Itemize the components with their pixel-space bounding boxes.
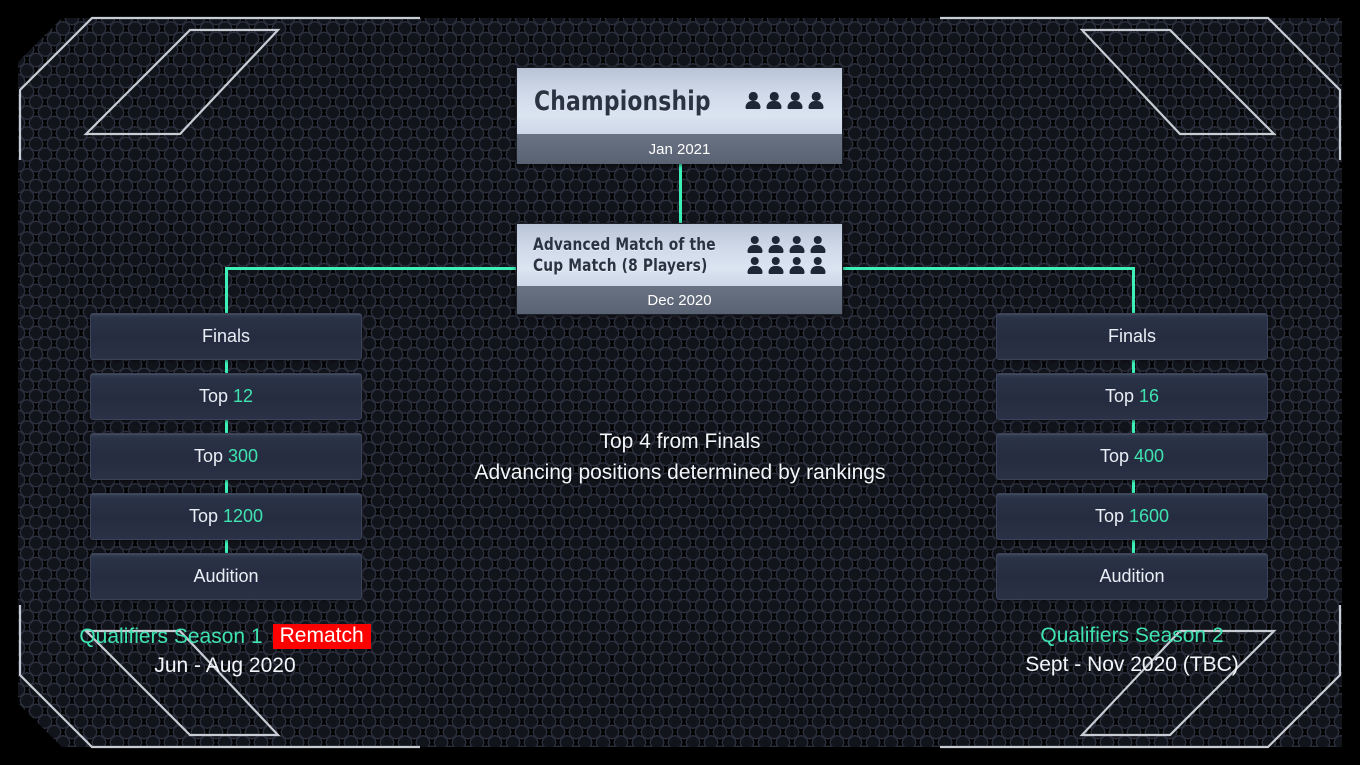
stage-number: 400 — [1134, 446, 1165, 466]
person-icon — [746, 256, 763, 275]
stage-label: Top — [1094, 506, 1124, 526]
connector-championship-to-advanced — [679, 163, 682, 223]
center-note: Top 4 from Finals Advancing positions de… — [0, 426, 1360, 488]
caption-season-1-line-1: Qualifiers Season 1 Rematch — [15, 624, 435, 649]
championship-title: Championship — [534, 85, 712, 117]
advanced-match-player-icons — [746, 235, 826, 275]
stage-box-right-finals[interactable]: Finals — [996, 313, 1268, 360]
advanced-match-header: Advanced Match of the Cup Match (8 Playe… — [517, 224, 842, 286]
stage-label: Finals — [201, 326, 250, 346]
stage-box-right-top16[interactable]: Top 16 — [996, 373, 1268, 420]
connector-bus-left — [225, 267, 517, 270]
node-championship[interactable]: Championship Jan 2021 — [516, 67, 843, 164]
stage-label: Finals — [1107, 326, 1156, 346]
stage-box-left-top12[interactable]: Top 12 — [90, 373, 362, 420]
stage-box-right-audition[interactable]: Audition — [996, 553, 1268, 600]
stage-box-right-top1600[interactable]: Top 1600 — [996, 493, 1268, 540]
stage-box-left-top1200[interactable]: Top 1200 — [90, 493, 362, 540]
person-icon — [787, 92, 804, 110]
stage-number: 16 — [1139, 386, 1160, 406]
node-advanced-match[interactable]: Advanced Match of the Cup Match (8 Playe… — [516, 223, 843, 315]
stage-box-left-top300[interactable]: Top 300 — [90, 433, 362, 480]
person-icon — [788, 235, 805, 254]
advanced-match-date: Dec 2020 — [517, 286, 842, 314]
stage-label: Top — [1099, 446, 1129, 466]
center-note-line-1: Top 4 from Finals — [599, 430, 761, 453]
connector-bus-right — [843, 267, 1135, 270]
connector-left-3 — [225, 480, 228, 493]
stage-number: 300 — [228, 446, 259, 466]
connector-right-4 — [1132, 540, 1135, 553]
connector-left-2 — [225, 420, 228, 433]
championship-player-icons — [745, 92, 825, 110]
stage-box-left-audition[interactable]: Audition — [90, 553, 362, 600]
stage-label: Top — [1104, 386, 1134, 406]
stage-label: Top — [198, 386, 228, 406]
rematch-badge: Rematch — [272, 624, 371, 649]
stage-label: Top — [188, 506, 218, 526]
caption-season-1: Qualifiers Season 1 Rematch Jun - Aug 20… — [15, 624, 435, 678]
connector-right-2 — [1132, 420, 1135, 433]
stage-label: Audition — [1099, 566, 1165, 586]
stage-box-left-finals[interactable]: Finals — [90, 313, 362, 360]
person-icon — [766, 92, 783, 110]
person-icon — [745, 92, 762, 110]
connector-drop-right — [1132, 267, 1135, 313]
advanced-match-title-line-1: Advanced Match of the — [532, 234, 716, 255]
championship-date: Jan 2021 — [517, 134, 842, 164]
person-icon — [788, 256, 805, 275]
connector-left-4 — [225, 540, 228, 553]
stage-number: 1200 — [223, 506, 264, 526]
season-2-name: Qualifiers Season 2 — [1040, 624, 1224, 647]
connector-left-1 — [225, 360, 228, 373]
center-note-line-2: Advancing positions determined by rankin… — [474, 461, 886, 484]
stage-number: 12 — [233, 386, 254, 406]
stage-label: Top — [193, 446, 223, 466]
person-icon — [746, 235, 763, 254]
caption-season-2: Qualifiers Season 2 Sept - Nov 2020 (TBC… — [922, 624, 1342, 677]
person-icon — [809, 256, 826, 275]
advanced-match-title-line-2: Cup Match (8 Players) — [532, 255, 708, 276]
stage-number: 1600 — [1129, 506, 1170, 526]
person-icon — [767, 235, 784, 254]
stage-label: Audition — [193, 566, 259, 586]
caption-season-2-line-1: Qualifiers Season 2 — [922, 624, 1342, 648]
person-icon — [809, 235, 826, 254]
connector-drop-left — [225, 267, 228, 313]
person-icon — [808, 92, 825, 110]
season-1-name: Qualifiers Season 1 — [79, 624, 263, 648]
connector-right-1 — [1132, 360, 1135, 373]
season-2-dates: Sept - Nov 2020 (TBC) — [1025, 653, 1239, 676]
stage-box-right-top400[interactable]: Top 400 — [996, 433, 1268, 480]
connector-right-3 — [1132, 480, 1135, 493]
season-1-dates: Jun - Aug 2020 — [154, 654, 296, 677]
championship-header: Championship — [517, 68, 842, 134]
person-icon — [767, 256, 784, 275]
